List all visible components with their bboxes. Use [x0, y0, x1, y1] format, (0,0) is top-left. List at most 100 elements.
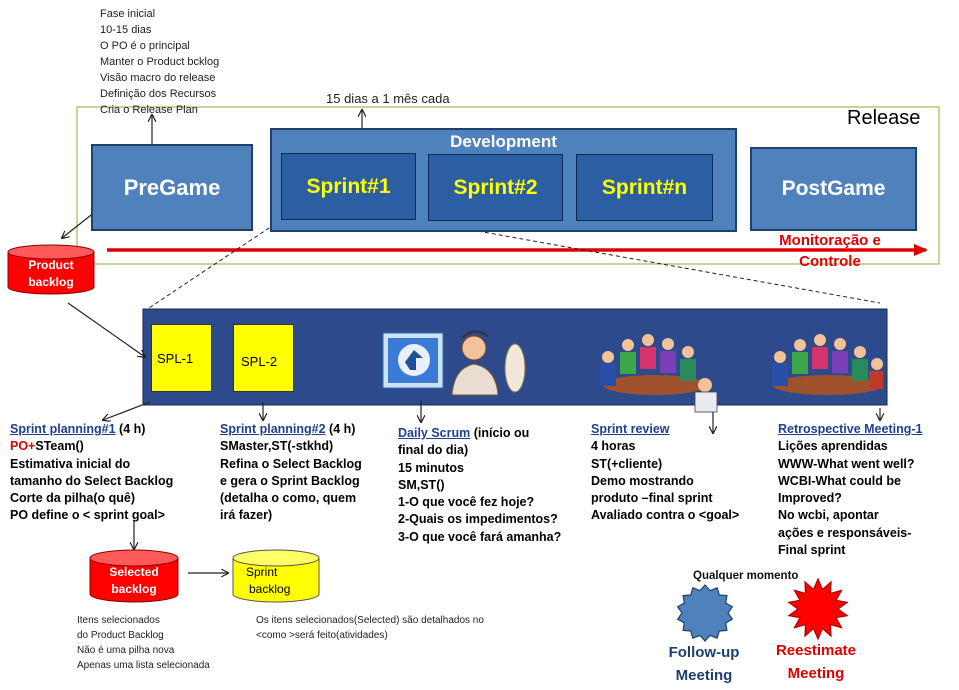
sprint-duration-label: 15 dias a 1 mês cada — [326, 91, 450, 106]
text-line: ST(+cliente) — [591, 456, 663, 471]
text-line: Improved? — [778, 491, 842, 506]
po-prefix: PO+ — [10, 439, 36, 454]
selected-backlog-cylinder — [89, 549, 179, 603]
daily-scrum-title: Daily Scrum — [398, 426, 471, 440]
product-backlog-cylinder — [7, 244, 95, 295]
text-line: 4 horas — [591, 439, 636, 454]
sprint-backlog-cylinder — [232, 549, 320, 603]
selected-backlog-label: Selected backlog — [90, 564, 178, 598]
text-line: Corte da pilha(o quê) — [10, 491, 135, 506]
retrospective-section: Retrospective Meeting-1 Lições aprendida… — [778, 421, 922, 559]
title-suffix: (início ou — [470, 426, 530, 440]
spl-2-box: SPL-2 — [233, 324, 294, 392]
text-line: Avaliado contra o <goal> — [591, 508, 740, 523]
retrospective-title: Retrospective Meeting-1 — [778, 422, 923, 436]
release-label: Release — [847, 107, 921, 129]
text-line: 2-Quais os impedimentos? — [398, 512, 558, 527]
sprint-review-title: Sprint review — [591, 422, 670, 436]
text-line: final do dia) — [398, 443, 469, 458]
postgame-box: PostGame — [750, 147, 917, 231]
text-line: SM,ST() — [398, 477, 445, 492]
daily-scrum-section: Daily Scrum (início ou final do dia) 15 … — [398, 425, 561, 546]
development-label: Development — [450, 132, 557, 151]
followup-line: Meeting — [675, 667, 733, 684]
spl-label: SPL-2 — [241, 354, 278, 369]
release-container — [76, 106, 940, 265]
text-line: Estimativa inicial do — [10, 456, 131, 471]
spl-1-box: SPL-1 — [151, 324, 212, 392]
note-line: Os itens selecionados(Selected) são deta… — [256, 615, 484, 626]
reestimate-line: Meeting — [787, 665, 845, 682]
backlog-to-band-arrow — [67, 302, 145, 357]
sprint-label: Sprint#n — [601, 175, 688, 199]
sprint-n-box: Sprint#n — [576, 154, 713, 221]
text-line: tamanho do Select Backlog — [10, 473, 174, 488]
duration: (4 h) — [325, 422, 356, 436]
followup-line: Follow-up — [668, 644, 740, 661]
text-line: produto –final sprint — [591, 491, 713, 506]
retrospective-people-icon — [772, 334, 883, 395]
sprint-backlog-label: Sprint backlog — [233, 564, 319, 598]
text-line: 3-O que você fará amanha? — [398, 529, 562, 544]
spl1-down-arrow — [103, 401, 151, 420]
monitoring-line: Controle — [799, 253, 861, 270]
text-line: No wcbi, apontar — [778, 508, 879, 523]
text-line: WWW-What went well? — [778, 456, 915, 471]
sprint-backlog-notes: Os itens selecionados(Selected) são deta… — [256, 613, 484, 643]
note-line: Manter o Product bcklog — [100, 56, 220, 68]
backlog-line: backlog — [28, 275, 74, 289]
sprint-label: Sprint#1 — [306, 174, 391, 198]
sprint-planning-2-section: Sprint planning#2 (4 h) SMaster,ST(-stkh… — [220, 421, 362, 525]
sprint-planning-1-section: Sprint planning#1 (4 h) PO+STeam() Estim… — [10, 421, 173, 525]
text-line: Lições aprendidas — [778, 439, 888, 454]
zoom-line-right — [415, 219, 881, 304]
pregame-box: PreGame — [91, 144, 253, 231]
text-line: irá fazer) — [220, 508, 273, 523]
sprint-1-box: Sprint#1 — [281, 153, 416, 220]
reestimate-line: Reestimate — [775, 642, 857, 659]
note-line: Apenas uma lista selecionada — [77, 660, 210, 671]
text-line: (detalha o como, quem — [220, 491, 357, 506]
monitoring-line: Monitoração e — [779, 232, 881, 249]
po-rest: STeam() — [35, 439, 84, 454]
backlog-line: Product — [28, 258, 74, 272]
text-line: Demo mostrando — [591, 473, 694, 488]
text-line: Refina o Select Backlog — [220, 456, 362, 471]
note-line: <como >será feito(atividades) — [256, 630, 388, 641]
computer-person-icon — [382, 330, 526, 396]
spl-label: SPL-1 — [157, 351, 194, 366]
reestimate-star — [787, 577, 849, 641]
sprint-planning-1-title: Sprint planning#1 — [10, 422, 116, 436]
followup-label: Follow-up Meeting — [650, 641, 758, 687]
pregame-label: PreGame — [123, 174, 221, 200]
sprint-label: Sprint#2 — [453, 175, 538, 199]
backlog-line: Selected — [109, 565, 159, 579]
note-line: Visão macro do release — [100, 72, 216, 84]
note-line: O PO é o principal — [100, 40, 190, 52]
text-line: 1-O que você fez hoje? — [398, 495, 535, 510]
note-line: 10-15 dias — [100, 24, 152, 36]
text-line: 15 minutos — [398, 460, 464, 475]
note-line: do Product Backlog — [77, 630, 164, 641]
duration: (4 h) — [115, 422, 146, 436]
backlog-line: backlog — [249, 582, 291, 596]
meeting-people-icon — [600, 334, 718, 413]
backlog-line: backlog — [111, 582, 157, 596]
product-backlog-label: Product backlog — [8, 257, 94, 291]
followup-star — [676, 584, 734, 642]
note-line: Não é uma pilha nova — [77, 645, 175, 656]
text-line: SMaster,ST(-stkhd) — [220, 439, 334, 454]
note-line: Definição dos Recursos — [100, 88, 217, 100]
note-line: Fase inicial — [100, 8, 156, 20]
reestimate-label: Reestimate Meeting — [762, 639, 870, 685]
backlog-line: Sprint — [246, 565, 278, 579]
note-line: Itens selecionados — [77, 615, 160, 626]
postgame-label: PostGame — [781, 177, 886, 200]
text-line: PO define o < sprint goal> — [10, 508, 165, 523]
text-line: Final sprint — [778, 543, 846, 558]
anytime-label: Qualquer momento — [693, 570, 799, 582]
zoom-line-left — [145, 219, 282, 311]
sprint-planning-2-title: Sprint planning#2 — [220, 422, 326, 436]
text-line: WCBI-What could be — [778, 473, 901, 488]
